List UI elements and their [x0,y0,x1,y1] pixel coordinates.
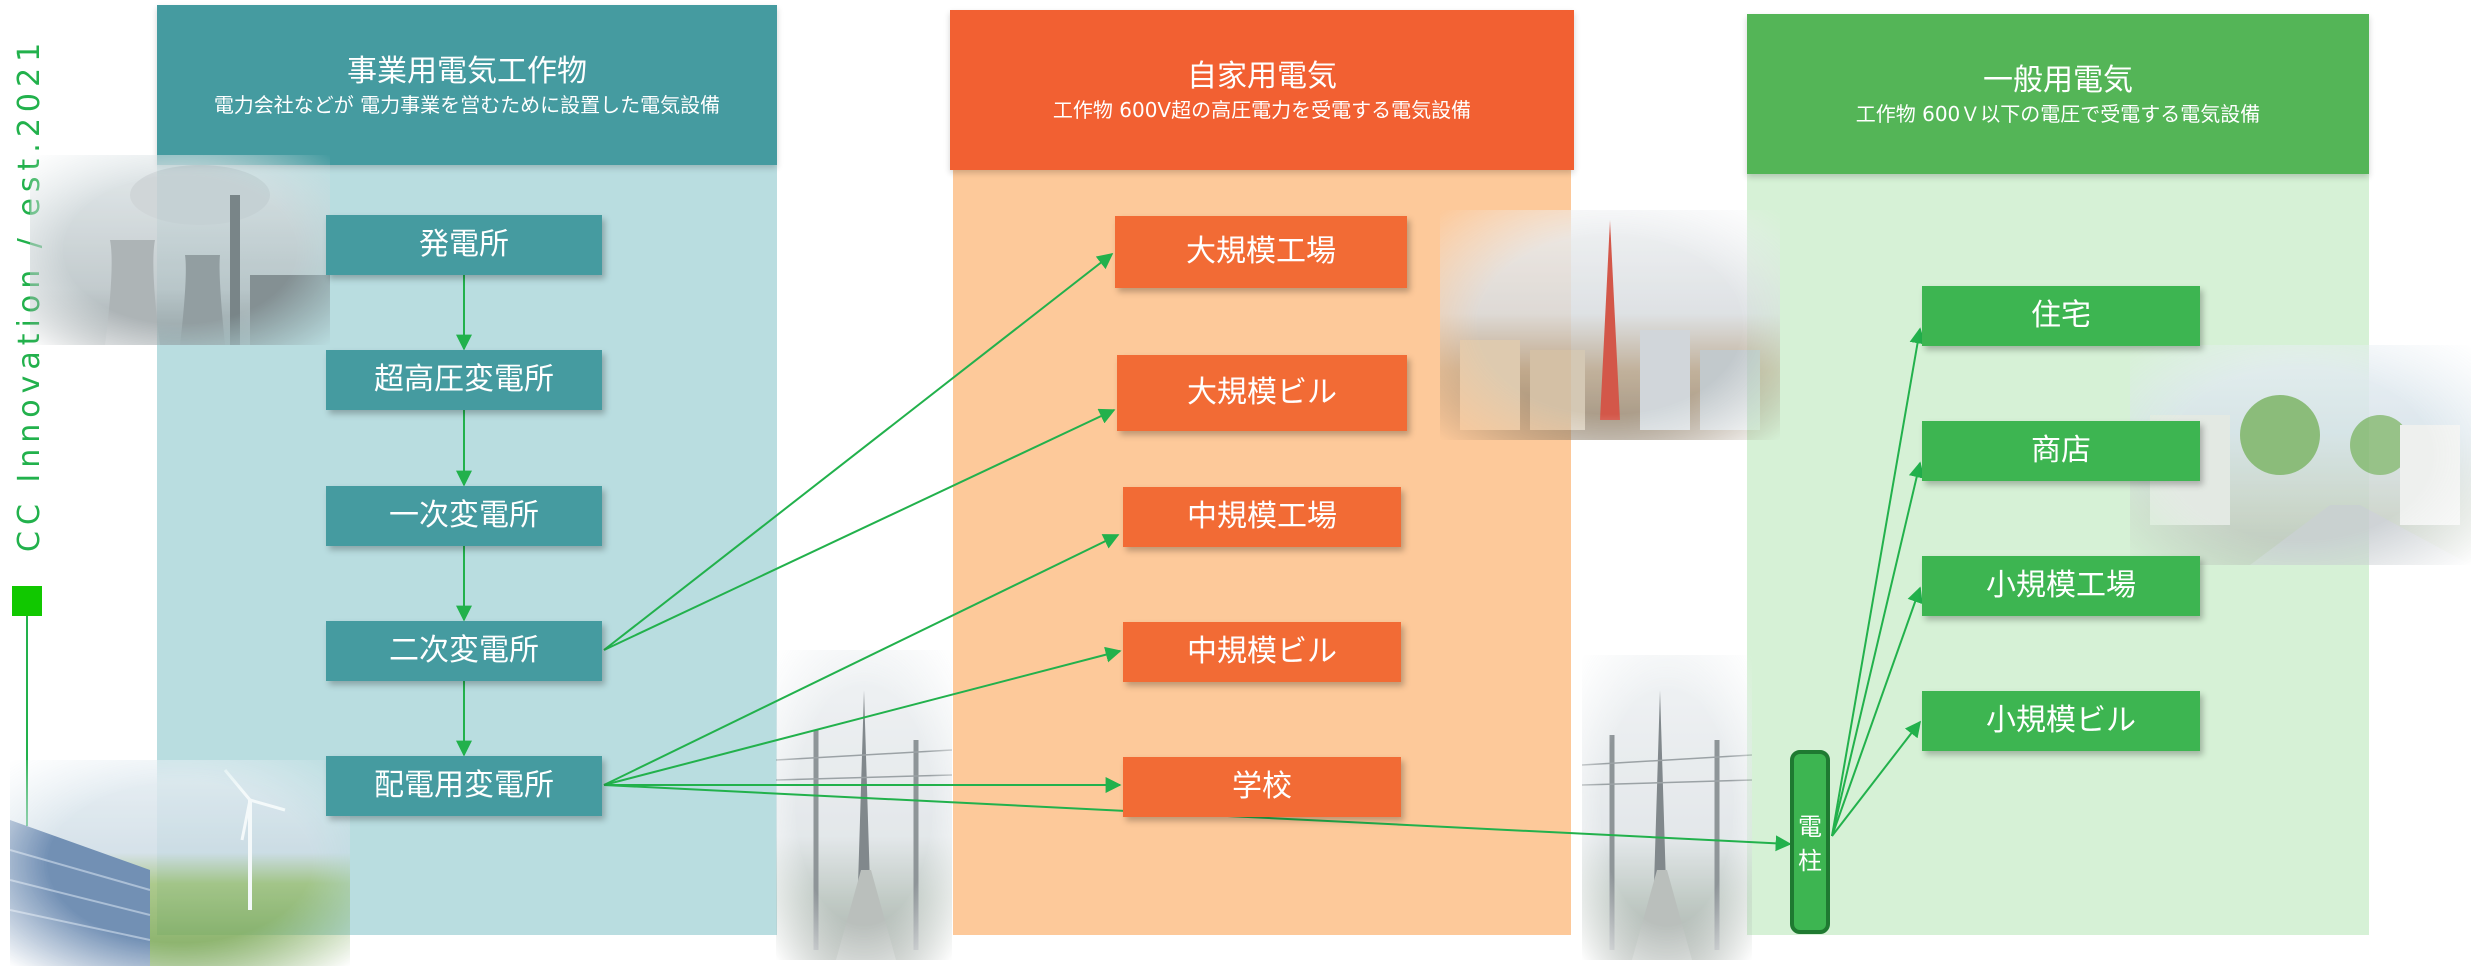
node-mid-building: 中規模ビル [1123,622,1401,682]
column-general-title: 一般用電気 [1983,63,2133,98]
node-extra-high-voltage-substation: 超高圧変電所 [326,350,602,410]
node-shop: 商店 [1922,421,2200,481]
brand-square [12,586,42,616]
column-utility-subtitle: 電力会社などが 電力事業を営むために設置した電気設備 [213,93,721,117]
node-school: 学校 [1123,757,1401,817]
column-utility-title: 事業用電気工作物 [347,54,587,89]
power-plant-illustration [105,165,330,345]
column-general-header: 一般用電気 工作物 600Ｖ以下の電圧で受電する電気設備 [1747,14,2369,174]
column-utility-header: 事業用電気工作物 電力会社などが 電力事業を営むために設置した電気設備 [157,5,777,165]
node-utility-pole: 電柱 [1790,750,1830,934]
node-power-plant: 発電所 [326,215,602,275]
column-private-header: 自家用電気 工作物 600V超の高圧電力を受電する電気設備 [950,10,1574,170]
node-large-building: 大規模ビル [1117,355,1407,431]
power-lines-illustration-left [776,690,952,960]
power-lines-photo-left [776,650,952,960]
power-plant-photo [30,155,330,345]
solar-wind-illustration [10,769,286,966]
node-small-building: 小規模ビル [1922,691,2200,751]
column-private-subtitle: 工作物 600V超の高圧電力を受電する電気設備 [1052,98,1472,122]
power-lines-photo-right [1582,655,1752,960]
factory-photo [1440,210,1780,440]
node-large-factory: 大規模工場 [1115,216,1407,288]
column-general-subtitle: 工作物 600Ｖ以下の電圧で受電する電気設備 [1855,102,2261,126]
node-primary-substation: 一次変電所 [326,486,602,546]
node-small-factory: 小規模工場 [1922,556,2200,616]
utility-pole-label: 電柱 [1798,813,1822,875]
node-distribution-substation: 配電用変電所 [326,756,602,816]
solar-wind-photo [10,760,350,966]
node-house: 住宅 [1922,286,2200,346]
column-private-title: 自家用電気 [1187,59,1337,94]
power-lines-illustration-right [1582,690,1752,960]
node-secondary-substation: 二次変電所 [326,621,602,681]
brand-line [26,616,28,826]
factory-illustration [1460,220,1760,430]
node-mid-factory: 中規模工場 [1123,487,1401,547]
